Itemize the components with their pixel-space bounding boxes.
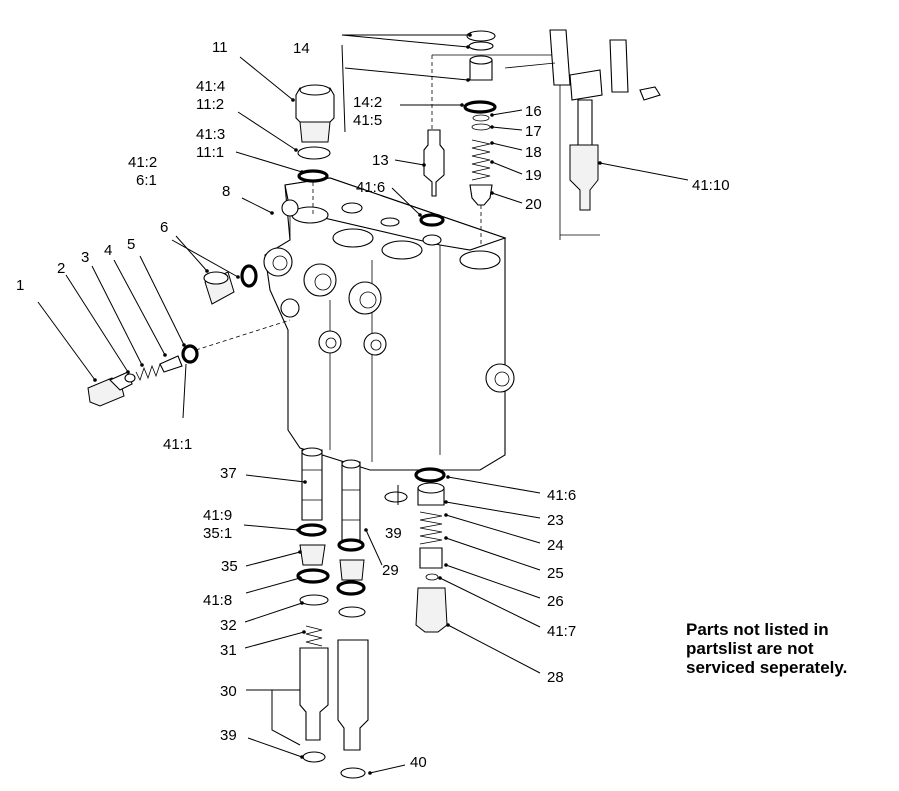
label-20: 20 (525, 196, 542, 213)
label-31: 31 (220, 642, 237, 659)
label-35: 35 (221, 558, 238, 575)
part-14-stack (431, 30, 561, 245)
label-6: 6 (160, 219, 168, 236)
label-41-8: 41:8 (203, 592, 232, 609)
label-30: 30 (220, 683, 237, 700)
service-note: Parts not listed in partslist are not se… (686, 620, 896, 677)
label-41-5: 41:5 (353, 112, 382, 129)
label-14-2: 14:2 (353, 94, 382, 111)
label-18: 18 (525, 144, 542, 161)
label-19: 19 (525, 167, 542, 184)
label-41-10: 41:10 (692, 177, 730, 194)
label-39-bottom: 39 (220, 727, 237, 744)
label-28: 28 (547, 669, 564, 686)
lower-middle-spool (336, 459, 369, 779)
label-11: 11 (212, 39, 228, 56)
service-note-line-2: partslist are not (686, 639, 814, 658)
part-11 (295, 84, 335, 215)
leader-lines (37, 33, 689, 775)
label-37: 37 (220, 465, 237, 482)
linkage-41-10 (504, 29, 661, 236)
label-1: 1 (16, 277, 24, 294)
label-41-2: 41:2 (128, 154, 157, 171)
label-40: 40 (410, 754, 427, 771)
valve-body (263, 177, 515, 471)
label-6-1: 6:1 (136, 172, 157, 189)
label-41-1: 41:1 (163, 436, 192, 453)
label-41-4: 41:4 (196, 78, 225, 95)
label-2: 2 (57, 260, 65, 277)
label-23: 23 (547, 512, 564, 529)
label-32: 32 (220, 617, 237, 634)
label-41-6-right: 41:6 (547, 487, 576, 504)
label-35-1: 35:1 (203, 525, 232, 542)
label-25: 25 (547, 565, 564, 582)
label-3: 3 (81, 249, 89, 266)
relief-valve-parts (87, 319, 291, 407)
label-14: 14 (293, 40, 310, 57)
label-16: 16 (525, 103, 542, 120)
label-41-9: 41:9 (203, 507, 232, 524)
label-5: 5 (127, 236, 135, 253)
callout-labels: 1 2 3 4 5 41:1 6 41:2 6:1 8 11 41:4 11:2… (16, 39, 730, 771)
label-13: 13 (372, 152, 389, 169)
label-24: 24 (547, 537, 564, 554)
lower-left-spool (296, 447, 330, 763)
label-11-1: 11:1 (196, 144, 224, 161)
label-41-3: 41:3 (196, 126, 225, 143)
label-39-middle: 39 (385, 525, 402, 542)
part-13 (419, 129, 445, 227)
label-11-2: 11:2 (196, 96, 224, 113)
service-note-line-3: serviced seperately. (686, 658, 848, 677)
label-29: 29 (382, 562, 399, 579)
service-note-line-1: Parts not listed in (686, 620, 829, 639)
label-41-7: 41:7 (547, 623, 576, 640)
label-26: 26 (547, 593, 564, 610)
lower-right-assembly (384, 467, 448, 633)
label-4: 4 (104, 242, 112, 259)
plug-6 (203, 264, 258, 305)
label-41-6-top: 41:6 (356, 179, 385, 196)
label-8: 8 (222, 183, 230, 200)
label-17: 17 (525, 123, 542, 140)
